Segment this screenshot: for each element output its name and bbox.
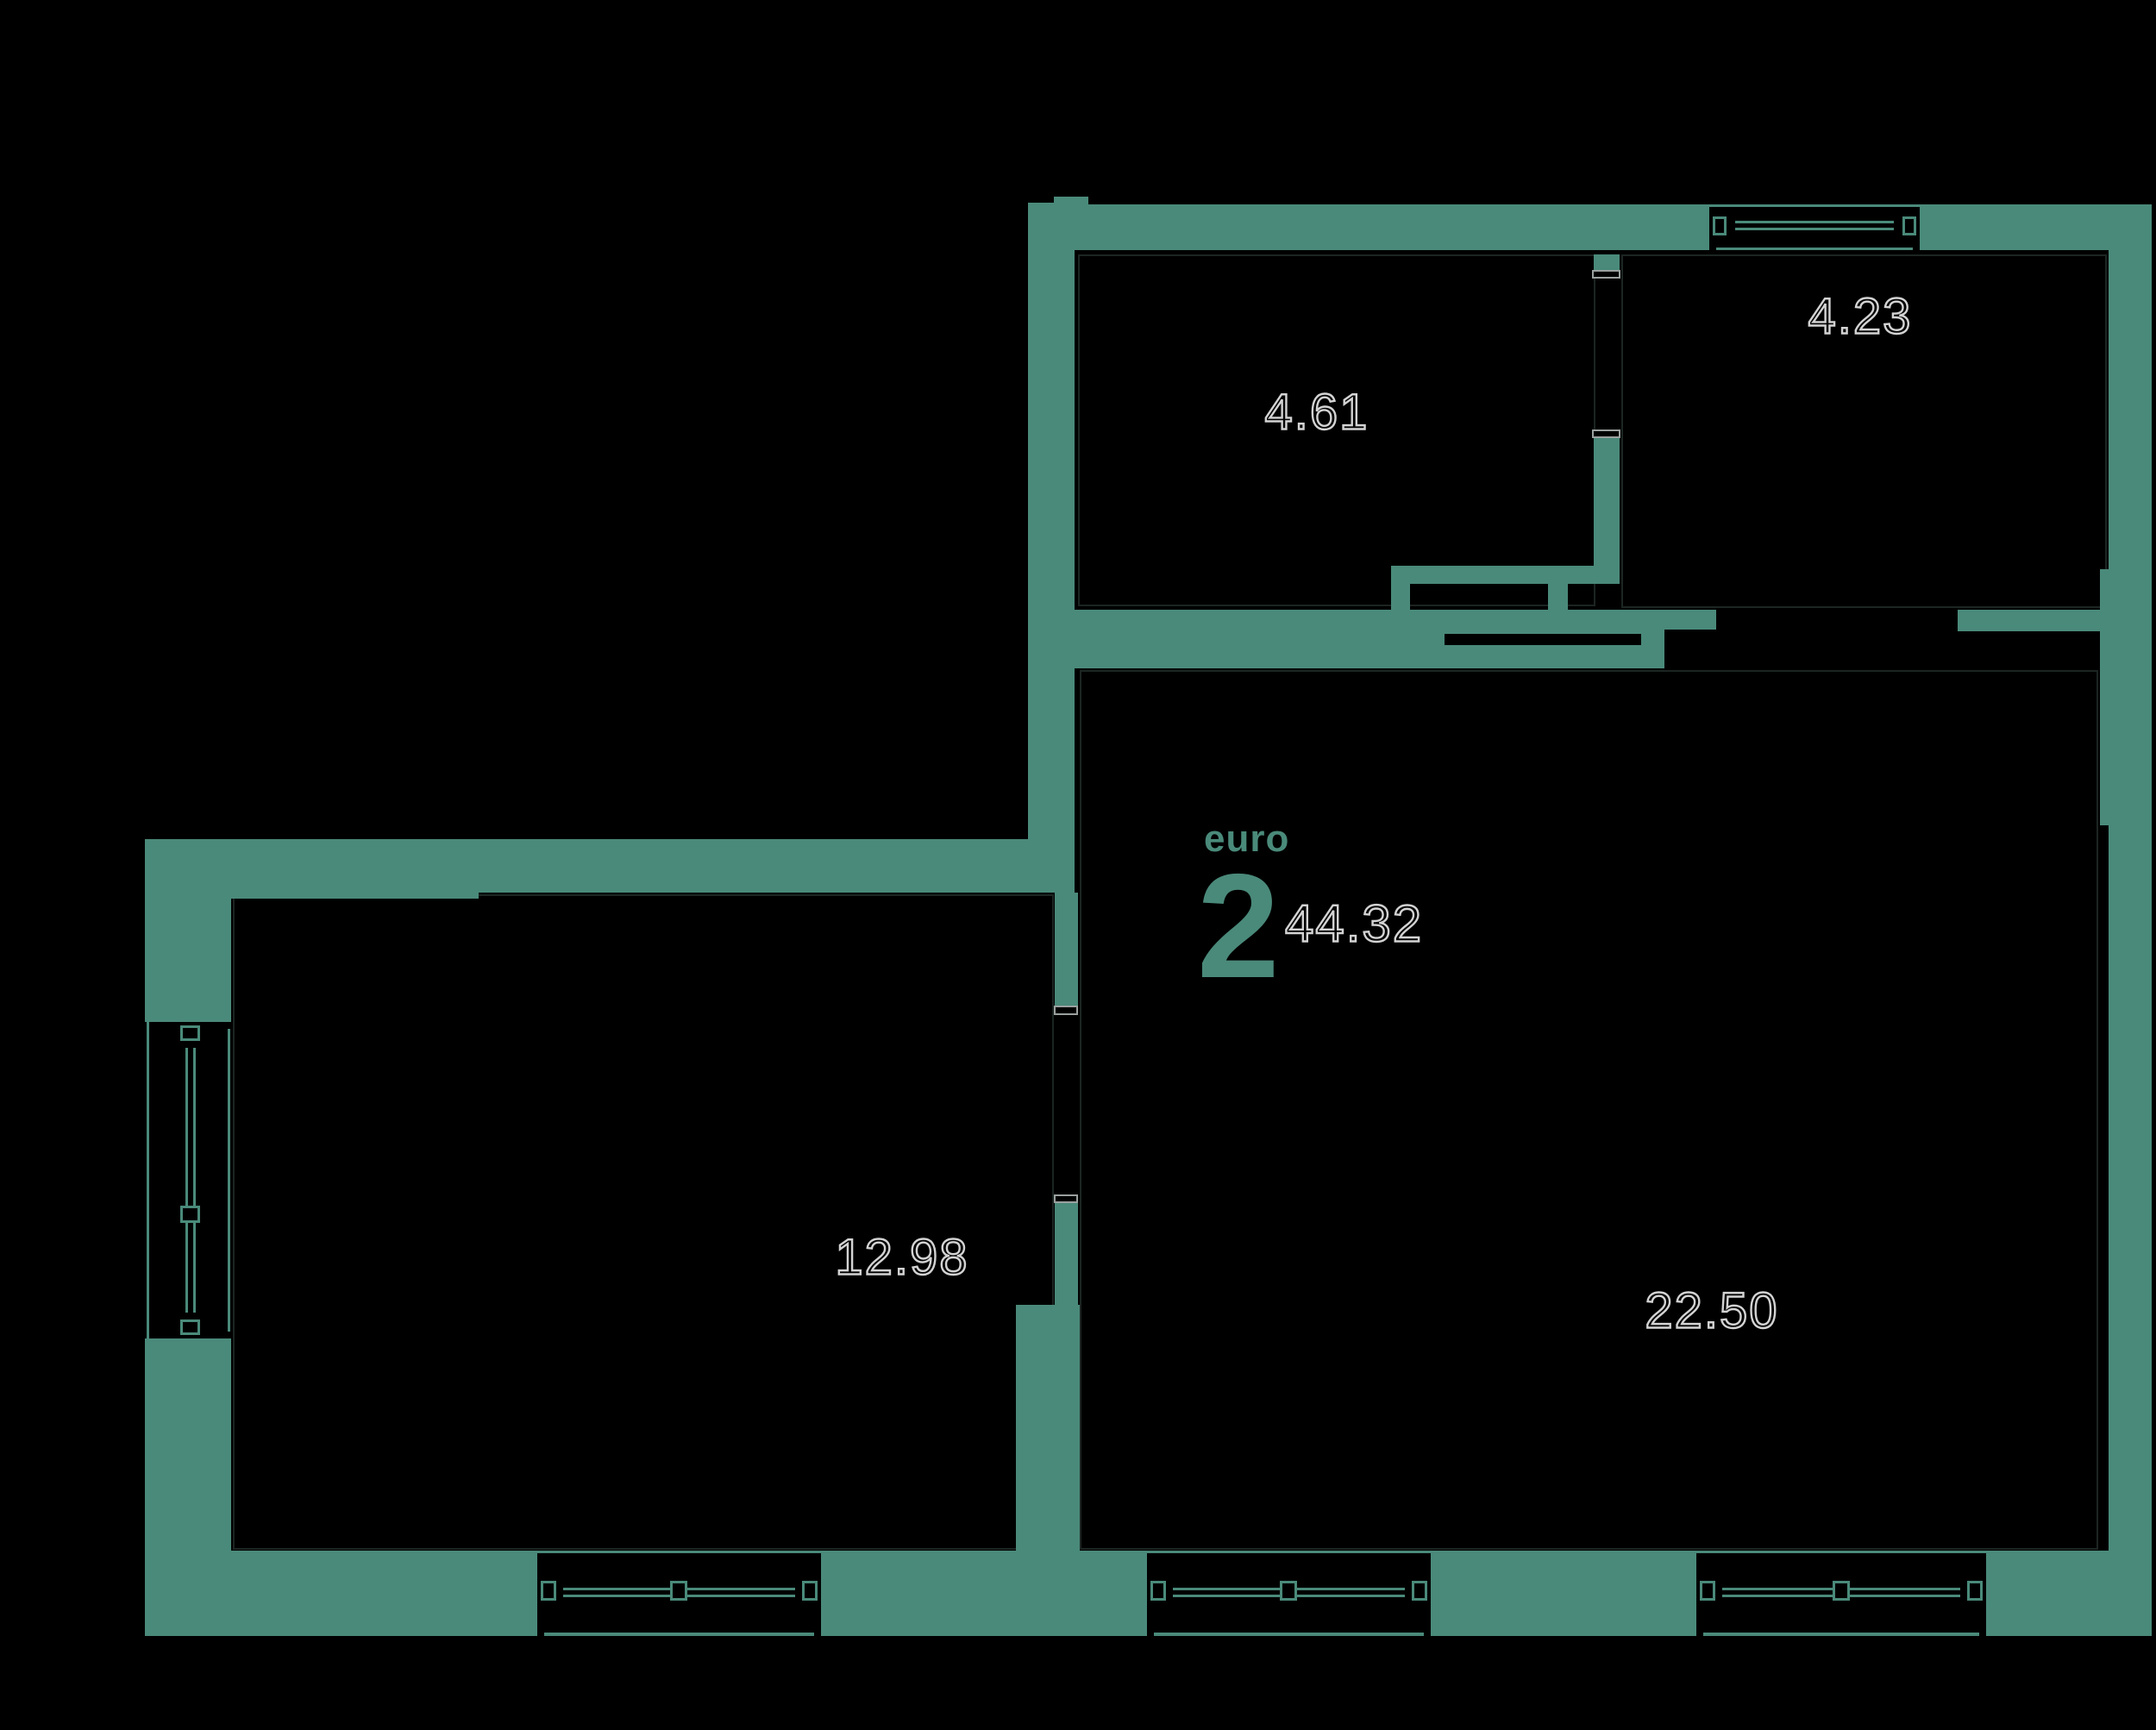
- wall-partition-bottom: [1594, 437, 1620, 584]
- window-top-glass1: [1735, 221, 1894, 223]
- window-bottom-right-cap-l: [1700, 1581, 1715, 1601]
- door-cap-partition-top: [1592, 270, 1620, 279]
- window-bottom-mid-outer: [1147, 1551, 1431, 1553]
- wall-mid-upper: [1028, 203, 1075, 893]
- window-bottom-left-outer: [537, 1551, 821, 1553]
- window-top-glass2: [1735, 228, 1894, 230]
- wall-top-bump: [1054, 197, 1088, 204]
- wall-partition-top: [1594, 254, 1620, 273]
- door-cap-leftroom-bottom: [1054, 1194, 1078, 1203]
- window-left-inner: [228, 1029, 230, 1332]
- wardrobe-top: [1391, 566, 1620, 584]
- window-bottom-left-sill: [544, 1633, 814, 1636]
- room-area-living-room: 22.50: [1644, 1282, 1779, 1339]
- window-bottom-left-divider: [670, 1581, 687, 1601]
- room-outline-living-room: [1080, 670, 2098, 1550]
- wall-room423-stub: [1958, 610, 2109, 631]
- wall-leftroom-top-step: [145, 893, 479, 899]
- wall-leftroom-top: [145, 839, 1054, 893]
- wall-right-pilaster: [2100, 569, 2109, 825]
- wall-bottom-d: [1986, 1551, 2152, 1636]
- wall-right: [2109, 204, 2152, 1636]
- window-top-cap-r: [1902, 216, 1916, 235]
- hall-band-slit: [1445, 634, 1641, 645]
- window-left-glass1: [185, 1048, 188, 1313]
- wall-bottom-a: [145, 1551, 537, 1636]
- window-top-cap-l: [1713, 216, 1727, 235]
- window-bottom-left-cap-l: [541, 1581, 556, 1601]
- room-outline-top-right: [1621, 254, 2107, 608]
- room-outline-left-room: [233, 894, 1054, 1550]
- window-left-outer: [147, 1022, 149, 1338]
- window-bottom-right-divider: [1833, 1581, 1850, 1601]
- rooms-count-number: 2: [1197, 843, 1280, 1009]
- wardrobe-col-1: [1391, 584, 1410, 610]
- door-cap-leftroom-top: [1054, 1006, 1078, 1015]
- wall-mid-lower-b: [1055, 1200, 1078, 1305]
- wardrobe-col-2: [1548, 584, 1568, 610]
- window-top-inner: [1716, 248, 1913, 250]
- wall-bottom-c: [1431, 1551, 1696, 1636]
- wall-top-left: [1028, 204, 1709, 250]
- room-area-left-room: 12.98: [834, 1228, 969, 1286]
- window-bottom-left-cap-r: [802, 1581, 818, 1601]
- wall-mid-lower-a: [1055, 893, 1078, 1012]
- plan-type-label: euro: [1204, 818, 1290, 860]
- window-bottom-right-cap-r: [1967, 1581, 1983, 1601]
- window-bottom-right-outer: [1696, 1551, 1986, 1553]
- room-area-top-right: 4.23: [1807, 287, 1913, 345]
- wall-bottom-b: [821, 1551, 1147, 1636]
- window-top-outer: [1709, 204, 1920, 207]
- window-bottom-mid-cap-l: [1150, 1581, 1166, 1601]
- window-left-divider: [180, 1206, 200, 1223]
- window-left-cap-t: [180, 1025, 200, 1041]
- wall-hall-band-ext: [1664, 610, 1716, 630]
- wall-left-upper: [145, 839, 231, 1022]
- window-bottom-mid-cap-r: [1412, 1581, 1427, 1601]
- window-bottom-mid-sill: [1154, 1633, 1424, 1636]
- total-area-label: 44.32: [1284, 893, 1424, 953]
- window-left-glass2: [193, 1048, 196, 1313]
- door-cap-partition-bottom: [1592, 429, 1620, 438]
- wall-mid-pier: [1016, 1305, 1080, 1551]
- window-left-cap-b: [180, 1319, 200, 1335]
- room-area-top-middle: 4.61: [1263, 383, 1369, 441]
- window-bottom-right-sill: [1703, 1633, 1979, 1636]
- window-bottom-mid-divider: [1280, 1581, 1297, 1601]
